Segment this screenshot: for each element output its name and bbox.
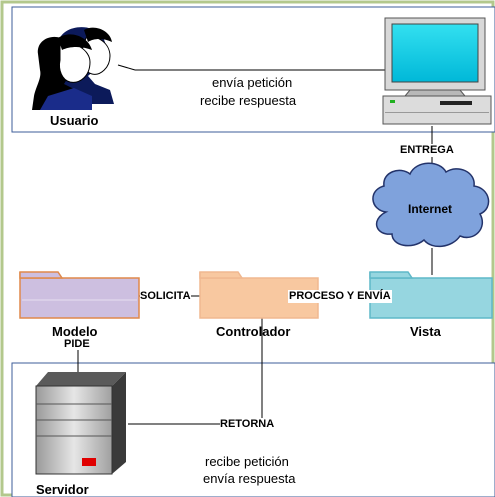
returns-label: RETORNA bbox=[220, 418, 275, 431]
view-label: Vista bbox=[410, 324, 441, 339]
requests-label: SOLICITA bbox=[140, 290, 191, 303]
client-message-line2: recibe respuesta bbox=[200, 93, 297, 108]
internet-cloud bbox=[372, 162, 490, 248]
user-label: Usuario bbox=[50, 113, 99, 128]
view-folder bbox=[369, 271, 493, 319]
asks-label: PIDE bbox=[64, 338, 90, 350]
server-label: Servidor bbox=[36, 482, 89, 497]
model-folder bbox=[19, 271, 140, 319]
server-message-line2: envía respuesta bbox=[203, 471, 296, 486]
client-message-line1: envía petición bbox=[212, 75, 293, 90]
delivery-label: ENTREGA bbox=[400, 144, 454, 157]
user-icon bbox=[32, 27, 114, 110]
server-icon bbox=[35, 372, 126, 475]
model-label: Modelo bbox=[52, 324, 98, 339]
controller-label: Controlador bbox=[216, 324, 291, 339]
controller-folder bbox=[199, 271, 319, 319]
computer-icon bbox=[382, 17, 492, 125]
line-user-computer bbox=[117, 64, 136, 71]
process-send-label: PROCESO Y ENVÍA bbox=[288, 290, 392, 303]
internet-label: Internet bbox=[408, 202, 453, 216]
server-message-line1: recibe petición bbox=[205, 454, 289, 469]
